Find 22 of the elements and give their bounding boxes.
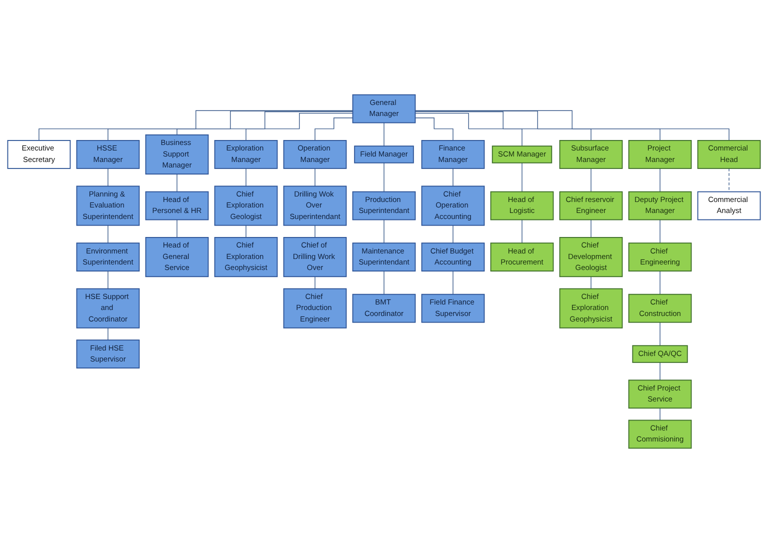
connector: [590, 219, 592, 238]
connector: [728, 168, 730, 192]
connector: [414, 112, 522, 146]
connector: [314, 118, 354, 141]
connector: [314, 225, 316, 238]
connector: [452, 168, 454, 187]
connector: [452, 270, 454, 295]
connector: [314, 168, 316, 187]
connector: [414, 111, 592, 141]
connector: [176, 111, 354, 136]
connector: [590, 168, 592, 192]
connector: [314, 276, 316, 290]
connector: [414, 118, 454, 141]
connector: [38, 110, 354, 141]
connector: [176, 219, 178, 238]
connector: [590, 276, 592, 290]
connector: [246, 112, 354, 141]
connector: [452, 225, 454, 244]
connector: [176, 174, 178, 192]
connector: [414, 110, 660, 141]
connector: [414, 110, 730, 141]
connector: [108, 110, 354, 141]
